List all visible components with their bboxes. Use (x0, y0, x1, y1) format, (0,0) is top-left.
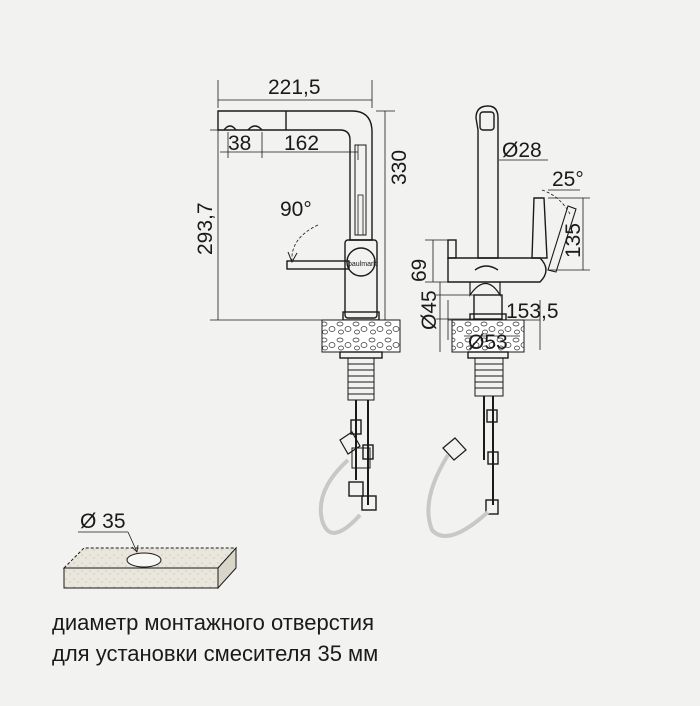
dim-tube-diameter: Ø28 (502, 139, 542, 162)
lever-knob (346, 247, 376, 277)
dim-spout-height: 293,7 (194, 202, 217, 255)
side-dimensions (425, 159, 590, 352)
hose-side (426, 453, 490, 538)
dim-nozzle-width: 38 (228, 132, 251, 155)
tube (475, 105, 499, 259)
threaded-shank (347, 357, 375, 401)
hose-front (318, 458, 362, 535)
side-lever (531, 197, 548, 259)
spout-slot (354, 144, 367, 236)
dim-side-depth: 153,5 (506, 300, 559, 323)
dim-lever-angle: 25° (552, 168, 584, 191)
lever-handle (286, 260, 350, 270)
faucet-body (344, 239, 378, 319)
mounting-hole (126, 552, 162, 568)
brand-logo: paulmark (348, 261, 377, 268)
caption-line-2: для установки смесителя 35 мм (52, 641, 379, 666)
front-dimensions (210, 80, 395, 321)
valve-side (442, 437, 467, 461)
dim-lever-height: 135 (562, 223, 585, 258)
valve (339, 431, 361, 455)
side-body (447, 257, 547, 283)
dim-hole-diameter: Ø 35 (80, 510, 126, 533)
dim-rotation-angle: 90° (280, 198, 312, 221)
dim-base-diameter: Ø45 (418, 290, 441, 330)
front-view (217, 110, 401, 535)
caption-line-1: диаметр монтажного отверстия (52, 610, 374, 635)
threaded-shank-side (474, 357, 504, 397)
dim-spout-length: 221,5 (268, 76, 321, 99)
nozzle (223, 125, 263, 131)
countertop-front (321, 319, 401, 353)
countertop-hole (62, 531, 238, 590)
dim-total-height: 330 (388, 150, 411, 185)
dim-nozzle-offset: 162 (284, 132, 319, 155)
rotation-arc (291, 224, 319, 263)
dim-connector-height: 69 (408, 259, 431, 282)
dim-flange-diameter: Ø53 (468, 331, 508, 354)
